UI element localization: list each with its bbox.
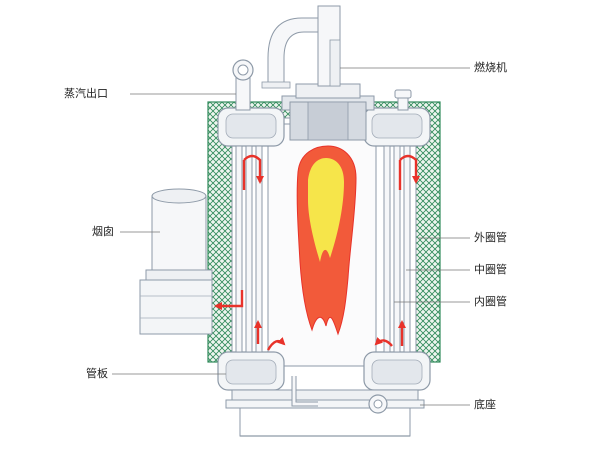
bottom-header-right — [363, 351, 431, 391]
steam-outlet-pipe — [232, 59, 254, 111]
tubes-left — [235, 145, 263, 353]
burner-assembly — [261, 5, 375, 141]
tubes-right — [383, 145, 411, 353]
label-base: 底座 — [474, 398, 496, 411]
label-steam-outlet: 蒸汽出口 — [64, 87, 108, 100]
label-burner: 燃烧机 — [474, 61, 507, 74]
safety-valve — [394, 89, 412, 111]
label-middle-tube: 中圈管 — [474, 263, 507, 276]
label-outer-tube: 外圈管 — [474, 231, 507, 244]
base — [225, 376, 425, 437]
chimney — [139, 188, 213, 335]
leader-lines — [112, 67, 470, 406]
top-header-right — [363, 107, 431, 147]
label-inner-tube: 内圈管 — [474, 295, 507, 308]
label-tube-plate: 管板 — [86, 367, 108, 380]
flame — [296, 145, 357, 336]
top-header-left — [217, 107, 285, 147]
bottom-header-left — [217, 351, 285, 391]
label-chimney: 烟囱 — [92, 225, 114, 238]
flow-arrows — [214, 154, 420, 351]
